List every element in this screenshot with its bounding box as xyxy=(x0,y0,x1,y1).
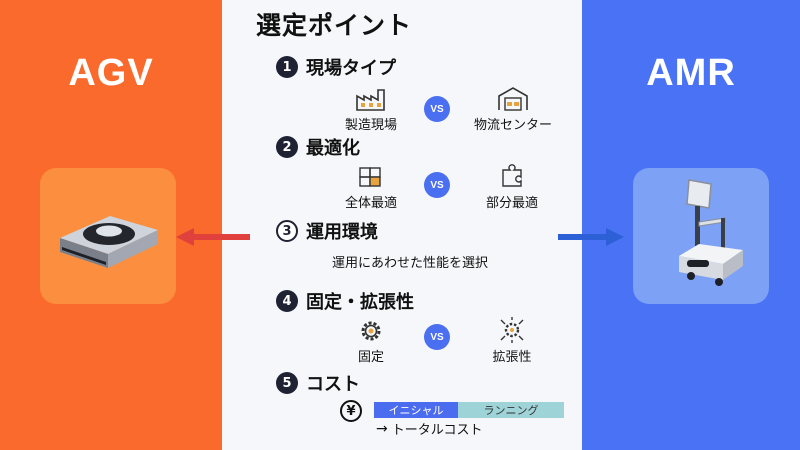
section-cost: 5 コスト xyxy=(276,370,360,396)
agv-title: AGV xyxy=(68,52,154,94)
total-cost-label: トータルコスト xyxy=(391,423,483,438)
option-logistics: 物流センター xyxy=(468,86,558,133)
total-cost: → トータルコスト xyxy=(376,419,483,439)
vs-badge: VS xyxy=(424,96,450,122)
amr-title: AMR xyxy=(646,52,736,94)
left-arrow-icon xyxy=(176,228,250,246)
amr-panel: AMR xyxy=(582,0,800,450)
vs-badge: VS xyxy=(424,324,450,350)
agv-image-box xyxy=(40,168,176,304)
right-arrow-icon xyxy=(558,228,624,246)
agv-panel: AGV xyxy=(0,0,222,450)
option-overall-optimization: 全体最適 xyxy=(338,164,404,211)
initial-cost-bar: イニシャル xyxy=(374,402,458,418)
section-number: 3 xyxy=(276,220,298,242)
option-label: 拡張性 xyxy=(492,350,532,365)
section-label: 運用環境 xyxy=(306,222,378,243)
section-label: 固定・拡張性 xyxy=(306,292,414,313)
page-title: 選定ポイント xyxy=(256,11,413,40)
option-scalability: 拡張性 xyxy=(484,316,540,365)
warehouse-icon xyxy=(498,87,528,111)
option-partial-optimization: 部分最適 xyxy=(474,164,550,211)
expand-gear-icon xyxy=(500,317,524,343)
agv-robot-icon xyxy=(60,216,158,268)
puzzle-icon xyxy=(359,167,381,187)
section-label: 最適化 xyxy=(306,138,360,159)
amr-robot-icon xyxy=(679,179,743,286)
option-manufacturing: 製造現場 xyxy=(336,86,406,133)
running-cost-bar: ランニング xyxy=(458,402,564,418)
option-label: 物流センター xyxy=(473,118,552,133)
vs-badge: VS xyxy=(424,172,450,198)
section-fixed-scalability: 4 固定・拡張性 xyxy=(276,288,414,314)
factory-icon xyxy=(356,89,385,111)
option-fixed: 固定 xyxy=(348,318,394,365)
section-optimization: 2 最適化 xyxy=(276,134,360,160)
section-label: コスト xyxy=(306,374,360,395)
option-label: 部分最適 xyxy=(485,196,538,211)
arrow-right-icon: → xyxy=(376,420,388,437)
section-description: 運用にあわせた性能を選択 xyxy=(332,256,489,271)
puzzle-icon xyxy=(502,164,522,187)
selection-points: 選定ポイント 1 現場タイプ 製造現場 VS 物流センター 2 最適化 xyxy=(222,0,582,450)
section-site-type: 1 現場タイプ xyxy=(276,54,396,80)
yen-icon: ¥ xyxy=(340,400,362,422)
section-number: 5 xyxy=(276,372,298,394)
option-label: 固定 xyxy=(357,350,384,365)
section-number: 1 xyxy=(276,56,298,78)
gear-icon xyxy=(361,321,381,341)
section-number: 4 xyxy=(276,290,298,312)
option-label: 製造現場 xyxy=(344,118,397,133)
section-number: 2 xyxy=(276,136,298,158)
option-label: 全体最適 xyxy=(344,196,397,211)
section-label: 現場タイプ xyxy=(306,58,396,79)
amr-image-box xyxy=(633,168,769,304)
section-operating-environment: 3 運用環境 xyxy=(276,218,378,244)
